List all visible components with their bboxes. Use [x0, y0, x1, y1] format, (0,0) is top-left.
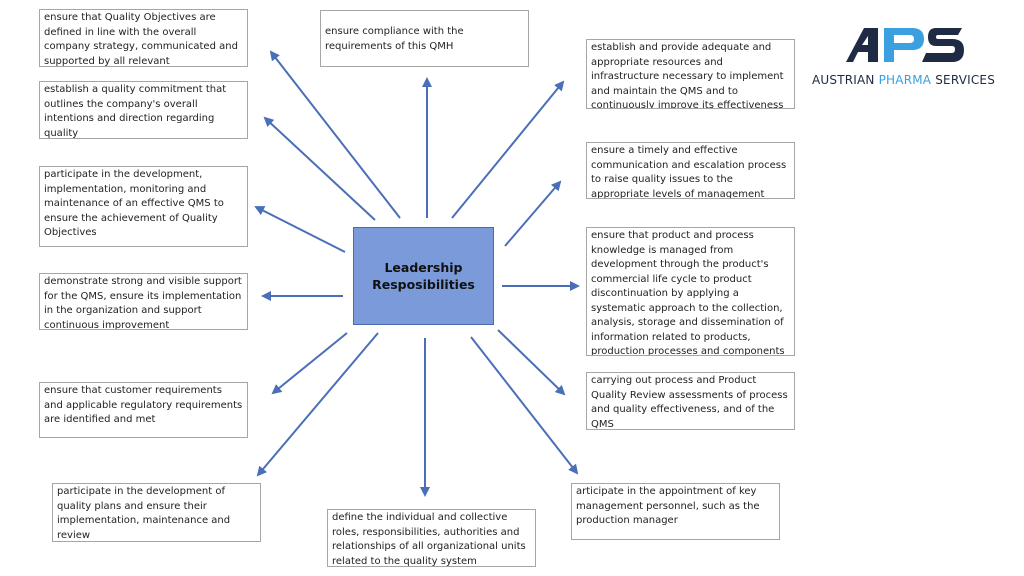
logo-word-austrian: AUSTRIAN	[812, 73, 875, 87]
logo-wordmark: AUSTRIAN PHARMA SERVICES	[812, 73, 1002, 87]
arrow-to-b11	[504, 180, 562, 247]
arrow-to-b3	[254, 206, 346, 253]
box-roles-responsibilities: define the individual and collective rol…	[327, 509, 536, 567]
arrow-to-b6	[256, 332, 379, 477]
arrow-to-b8	[470, 336, 579, 475]
center-node: Leadership Resposibilities	[353, 227, 494, 325]
arrow-to-b5	[271, 332, 348, 395]
box-customer-requirements: ensure that customer requirements and ap…	[39, 382, 248, 438]
box-knowledge-management: ensure that product and process knowledg…	[586, 227, 795, 356]
logo-word-pharma: PHARMA	[878, 73, 932, 87]
box-qms-development: participate in the development, implemen…	[39, 166, 248, 247]
center-label: Leadership Resposibilities	[372, 260, 475, 292]
arrow-to-b9	[497, 329, 566, 396]
arrow-to-b1	[269, 50, 401, 219]
box-quality-review: carrying out process and Product Quality…	[586, 372, 795, 430]
box-quality-commitment: establish a quality commitment that outl…	[39, 81, 248, 139]
arrow-to-b12	[451, 80, 565, 219]
box-qmh-compliance: ensure compliance with the requirements …	[320, 10, 529, 67]
aps-logo-mark	[846, 28, 964, 62]
box-key-personnel: articipate in the appointment of key man…	[571, 483, 780, 540]
box-resources-infrastructure: establish and provide adequate and appro…	[586, 39, 795, 109]
box-quality-objectives: ensure that Quality Objectives are defin…	[39, 9, 248, 67]
box-communication-escalation: ensure a timely and effective communicat…	[586, 142, 795, 199]
box-quality-plans: participate in the development of qualit…	[52, 483, 261, 542]
logo-word-services: SERVICES	[935, 73, 996, 87]
box-qms-support: demonstrate strong and visible support f…	[39, 273, 248, 330]
arrow-to-b2	[263, 116, 376, 221]
company-logo: AUSTRIAN PHARMA SERVICES	[812, 22, 1002, 92]
